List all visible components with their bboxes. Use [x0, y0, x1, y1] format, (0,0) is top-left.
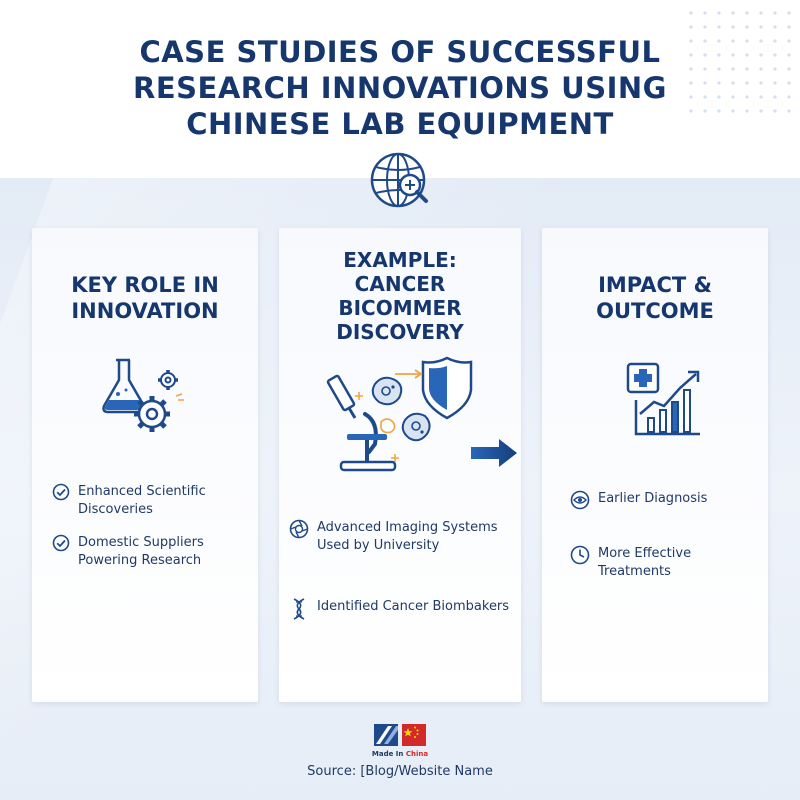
- arrow-right-icon: [471, 439, 517, 467]
- list-item: Earlier Diagnosis: [570, 490, 707, 510]
- made-in-label: Made In: [371, 750, 404, 758]
- list-item: Advanced Imaging Systems Used by Univers…: [289, 519, 498, 555]
- eye-scan-icon: [570, 490, 590, 510]
- made-in-china-text: Made In China: [340, 750, 460, 758]
- list-item: Domestic Suppliers Powering Research: [52, 534, 204, 570]
- list-item: More Effective Treatments: [570, 545, 691, 581]
- item-text: Identified Cancer Biombakers: [317, 599, 510, 614]
- dna-icon: [293, 598, 305, 620]
- card-title: IMPACT & OUTCOME: [596, 273, 714, 323]
- globe-search-icon: [370, 152, 428, 208]
- medical-chart-growth-icon: [626, 362, 700, 436]
- flask-gears-icon: [102, 358, 184, 432]
- list-item: Enhanced Scientific Discoveries: [52, 483, 206, 519]
- item-text: More Effective Treatments: [598, 546, 692, 579]
- card-title: KEY ROLE IN INNOVATION: [71, 273, 219, 323]
- check-circle-icon: [52, 534, 70, 552]
- aperture-icon: [289, 519, 309, 539]
- clock-icon: [570, 545, 590, 565]
- list-item: Identified Cancer Biombakers: [289, 598, 509, 620]
- page-title: CASE STUDIES OF SUCCESSFUL RESEARCH INNO…: [133, 35, 667, 141]
- source-text: Source: [Blog/Website Name: [307, 764, 493, 779]
- item-text: Enhanced Scientific Discoveries: [78, 484, 206, 517]
- card-impact: IMPACT & OUTCOME Earlier Diagnosis More …: [542, 228, 768, 702]
- check-circle-icon: [52, 483, 70, 501]
- made-in-china-logo: [374, 724, 426, 746]
- item-text: Advanced Imaging Systems Used by Univers…: [317, 520, 498, 553]
- card-example: EXAMPLE: CANCER BICOMMER DISCOVERY: [279, 228, 521, 702]
- dot-pattern: [684, 6, 794, 116]
- card-title: EXAMPLE: CANCER BICOMMER DISCOVERY: [336, 248, 464, 344]
- china-label: China: [405, 750, 429, 758]
- item-text: Earlier Diagnosis: [598, 491, 708, 506]
- card-key-role: KEY ROLE IN INNOVATION: [32, 228, 258, 702]
- item-text: Domestic Suppliers Powering Research: [78, 535, 204, 568]
- microscope-cells-shield-icon: [326, 356, 473, 472]
